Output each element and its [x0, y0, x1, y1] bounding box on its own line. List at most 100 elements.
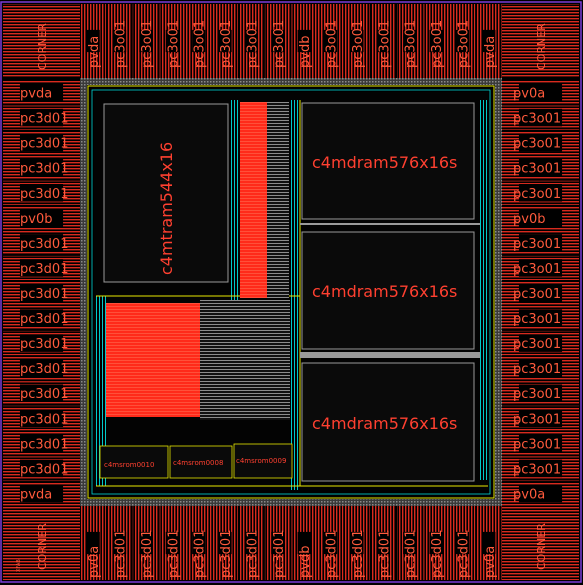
- pad-label: pc3o01: [513, 462, 561, 477]
- pad-label: pv0a: [483, 546, 498, 578]
- pad-cell: pc3o01: [502, 356, 579, 381]
- pad-cell: pc3d01: [370, 506, 396, 580]
- pad-cell: pc3d01: [133, 506, 159, 580]
- pad-label: pc3o01: [140, 20, 155, 68]
- pad-label: pc3o01: [513, 437, 561, 452]
- pad-cell: pv0a: [80, 506, 106, 580]
- pad-cell: pv0a: [502, 80, 579, 105]
- logic-block-vertical: [240, 102, 267, 298]
- pad-cell: pc3d01: [344, 506, 370, 580]
- pad-label: pc3o01: [351, 20, 366, 68]
- pad-cell: pv0b: [502, 205, 579, 230]
- macro-label: c4msrom0008: [173, 459, 223, 467]
- pad-label: pc3d01: [20, 237, 68, 252]
- pad-label: pc3d01: [377, 530, 392, 578]
- pad-cell: pc3d01: [449, 506, 476, 580]
- macro-label: c4msrom0009: [236, 457, 286, 465]
- pad-cell: pc3o01: [502, 230, 579, 255]
- pad-label: pc3d01: [325, 530, 340, 578]
- macro-rom-1: c4msrom0010: [99, 445, 169, 479]
- pad-label: pc3o01: [219, 20, 234, 68]
- pad-label: pc3d01: [20, 362, 68, 377]
- pad-label: pc3o01: [513, 187, 561, 202]
- pad-label: pc3o01: [513, 362, 561, 377]
- pad-cell: pc3d01: [3, 306, 80, 331]
- pad-label: pc3o01: [513, 112, 561, 127]
- pad-cell: pc3o01: [502, 180, 579, 205]
- pad-cell: pc3d01: [212, 506, 238, 580]
- pad-cell: pc3d01: [3, 155, 80, 180]
- pad-cell: pc3o01: [344, 4, 370, 78]
- pad-label: pc3o01: [513, 237, 561, 252]
- macro-dram-2: c4mdram576x16s: [301, 231, 475, 350]
- pad-label: pc3d01: [219, 530, 234, 578]
- pad-cell: pc3o01: [502, 280, 579, 306]
- pad-label: pc3o01: [114, 20, 129, 68]
- pad-cell: pc3d01: [3, 130, 80, 155]
- pad-cell: pc3o01: [502, 331, 579, 356]
- pad-label: pc3d01: [404, 530, 419, 578]
- pad-label: pc3o01: [430, 20, 445, 68]
- pad-cell: pc3o01: [502, 431, 579, 456]
- pad-cell: pc3o01: [502, 255, 579, 280]
- corner-top-right: CORNER: [502, 4, 579, 78]
- pad-cell: pc3d01: [3, 280, 80, 306]
- pad-cell: pc3o01: [502, 155, 579, 180]
- pad-cell: pc3o01: [265, 4, 291, 78]
- macro-label: c4mdram576x16s: [312, 153, 457, 172]
- macro-mtram: c4mtram544x16: [103, 103, 229, 283]
- pad-cell: pc3d01: [423, 506, 449, 580]
- pad-label: pv0a: [513, 487, 545, 502]
- pad-cell: pv0b: [3, 205, 80, 230]
- corner-label: CORNER: [36, 523, 49, 570]
- pad-label: pc3d01: [114, 530, 129, 578]
- pad-cell: pc3d01: [3, 356, 80, 381]
- corner-top-left: CORNER: [3, 4, 80, 78]
- pad-cell: pc3o01: [502, 406, 579, 431]
- pad-label: pc3o01: [513, 287, 561, 302]
- corner-bottom-left: CORNER XFAB: [3, 506, 80, 580]
- pad-label: pc3d01: [20, 112, 68, 127]
- pad-label: pc3o01: [513, 137, 561, 152]
- pad-cell: pc3d01: [3, 431, 80, 456]
- corner-tag: XFAB: [16, 559, 22, 572]
- pad-label: pc3d01: [193, 530, 208, 578]
- pad-cell: pc3d01: [317, 506, 344, 580]
- pad-label: pc3d01: [140, 530, 155, 578]
- pad-label: pc3d01: [245, 530, 260, 578]
- pad-cell: pv0a: [476, 506, 502, 580]
- pad-cell: pc3o01: [186, 4, 212, 78]
- pad-cell: pc3d01: [238, 506, 265, 580]
- pad-label: pc3d01: [456, 530, 471, 578]
- power-ring: [80, 78, 502, 506]
- pad-cell: pc3d01: [3, 456, 80, 481]
- pad-row-bottom: pv0a pc3d01 pc3d01 pc3d01 pc3d01 pc3d01 pc3d01…: [80, 506, 502, 580]
- macro-rom-2: c4msrom0008: [169, 445, 233, 479]
- pad-label: pc3d01: [20, 337, 68, 352]
- pad-cell: pc3d01: [186, 506, 212, 580]
- macro-label: c4mdram576x16s: [312, 282, 457, 301]
- pad-cell: pc3d01: [3, 230, 80, 255]
- corner-label: CORNER: [36, 23, 49, 70]
- pad-label: pc3o01: [513, 412, 561, 427]
- pad-cell: pc3o01: [212, 4, 238, 78]
- routing-bus-vertical: [267, 102, 289, 298]
- pad-cell: pc3d01: [3, 180, 80, 205]
- pad-label: pvda: [87, 36, 102, 68]
- pad-cell: pc3o01: [502, 105, 579, 130]
- pad-cell: pvda: [80, 4, 106, 78]
- pad-label: pc3o01: [166, 20, 181, 68]
- macro-dram-1: c4mdram576x16s: [301, 102, 475, 220]
- pad-label: pvda: [20, 487, 52, 502]
- pad-label: pc3d01: [20, 262, 68, 277]
- pad-cell: pc3o01: [159, 4, 185, 78]
- pad-cell: pc3d01: [3, 255, 80, 280]
- pad-label: pc3o01: [272, 20, 287, 68]
- macro-dram-3: c4mdram576x16s: [301, 362, 475, 482]
- pad-label: pc3d01: [20, 312, 68, 327]
- pad-label: pc3o01: [513, 162, 561, 177]
- pad-label: pvdb: [298, 546, 313, 578]
- pad-label: pc3o01: [513, 312, 561, 327]
- pad-label: pc3d01: [351, 530, 366, 578]
